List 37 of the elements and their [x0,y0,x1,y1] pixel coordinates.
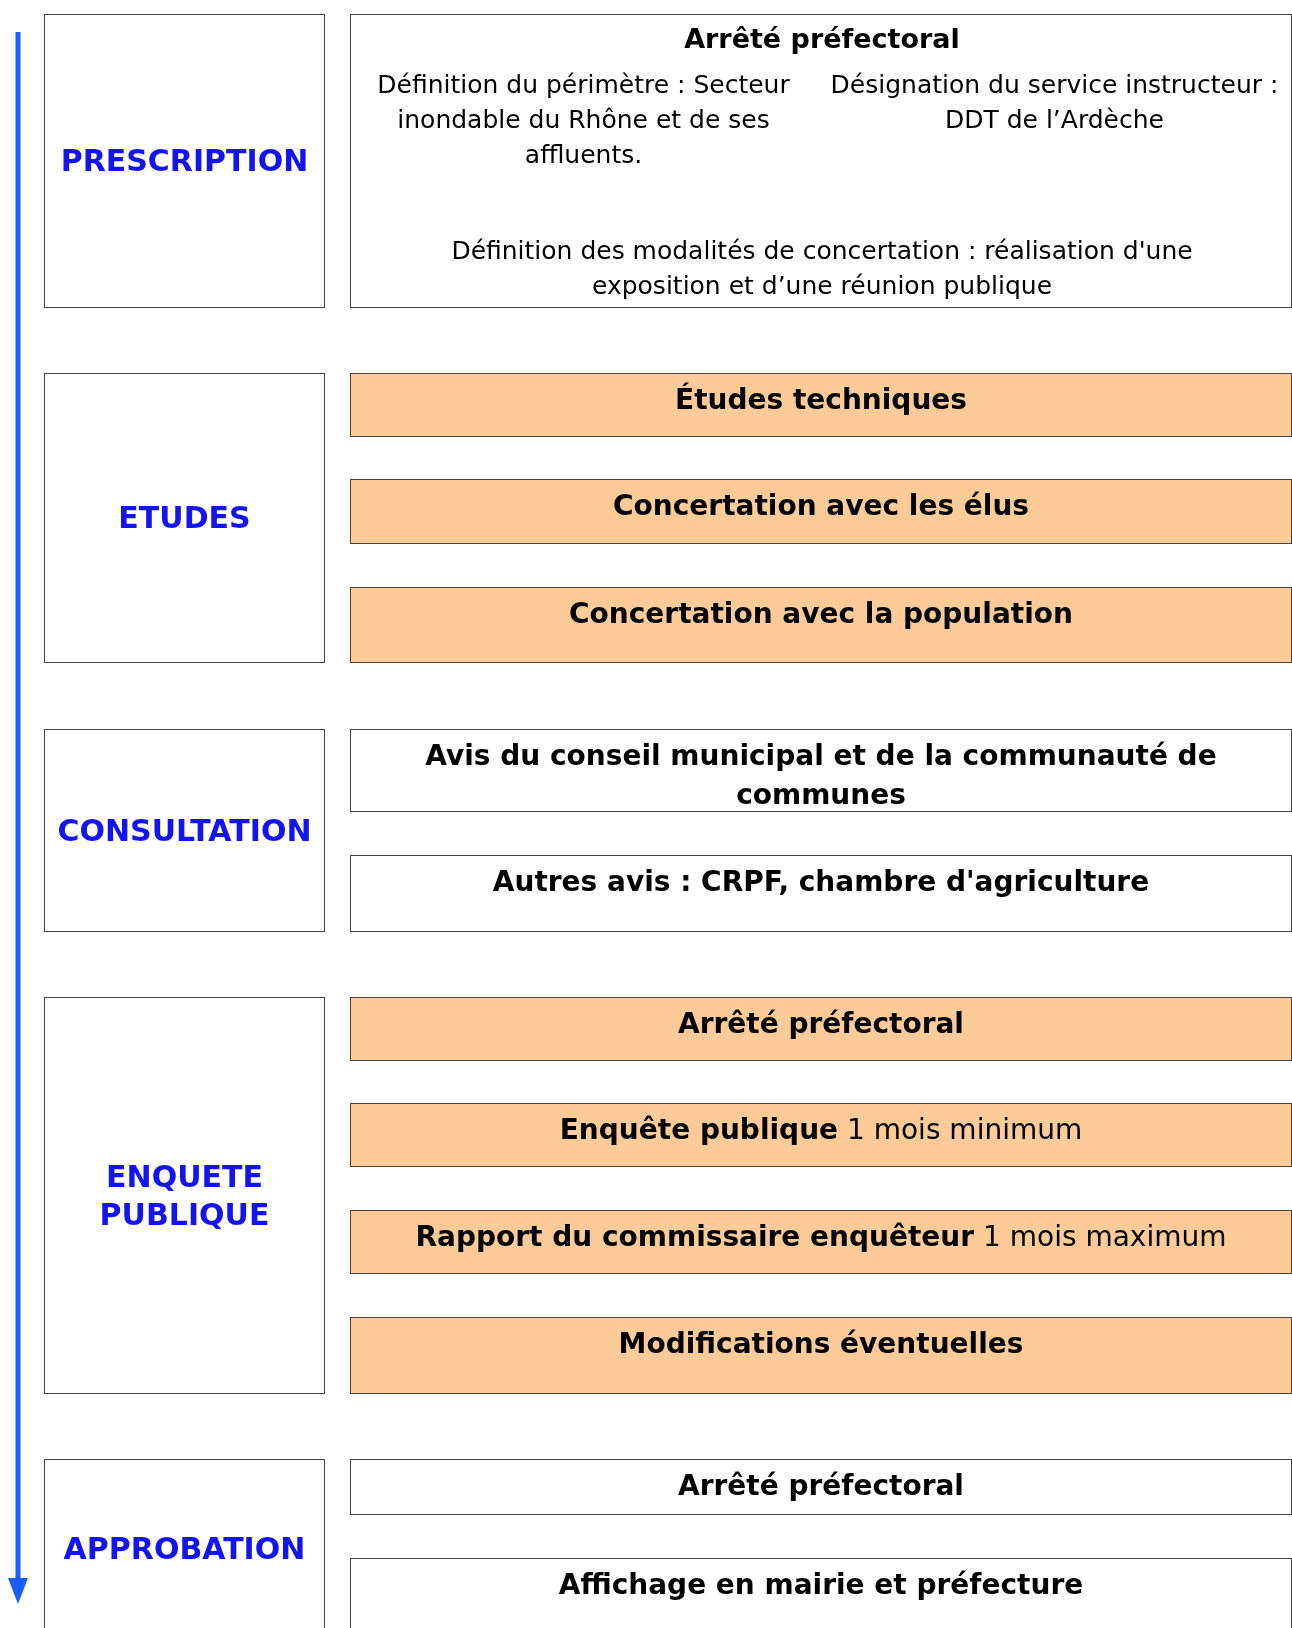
step-description: Définition du périmètre : Secteur inondable du Rhône et de ses affluents. [376,69,791,171]
step-box [350,1317,1292,1394]
step-box [350,587,1292,663]
step-box [350,1210,1292,1274]
step-box [350,1459,1292,1515]
phase-box [44,997,325,1394]
phase-label: APPROBATION [62,1530,307,1568]
step-box [350,14,1292,308]
phase-label: ETUDES [117,499,252,537]
step-box [350,1558,1292,1628]
step-box [350,729,1292,812]
step-box [350,997,1292,1061]
phase-box [44,14,325,308]
phase-box [44,373,325,663]
step-title: Autres avis : CRPF, chambre d'agriculture [491,864,1151,900]
phase-label: PRESCRIPTION [59,142,310,180]
step-title: Affichage en mairie et préfecture [557,1567,1085,1603]
step-title: Modifications éventuelles [617,1326,1025,1362]
phase-label: CONSULTATION [56,811,313,850]
step-title: Concertation avec les élus [612,488,1030,524]
step-box [350,1103,1292,1167]
step-description: Désignation du service instructeur : DDT de l’Ardèche [829,69,1280,136]
phase-label: ENQUETE PUBLIQUE [98,1157,271,1234]
step-title: Avis du conseil municipal et de la communauté de communes [424,738,1218,813]
step-title: Études techniques [674,381,968,418]
step-description: Définition des modalités de concertation : réalisation d'une exposition et d’une réunion publique [450,235,1194,302]
step-title: Arrêté préfectoral [683,22,961,56]
step-title: Arrêté préfectoral [677,1006,965,1042]
step-title: Rapport du commissaire enquêteur 1 mois maximum [414,1219,1228,1255]
phase-box [44,729,325,932]
phase-box [44,1459,325,1628]
step-box [350,373,1292,437]
step-title: Arrêté préfectoral [677,1468,965,1504]
step-box [350,479,1292,544]
step-title: Concertation avec la population [568,596,1074,632]
step-box [350,855,1292,932]
step-title: Enquête publique 1 mois minimum [558,1112,1084,1148]
